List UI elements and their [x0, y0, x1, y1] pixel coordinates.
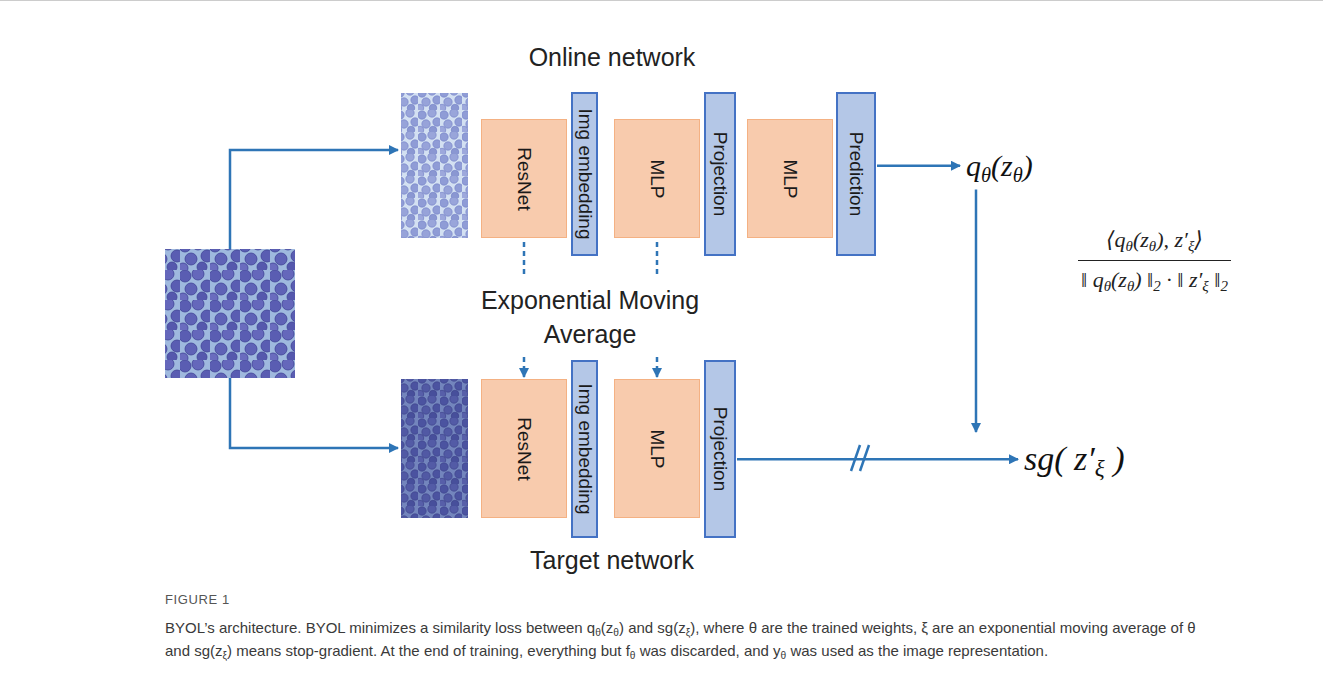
vector-symbol: sg( z′ξ ): [1024, 438, 1124, 481]
block-label: MLP: [646, 429, 668, 468]
subscript: θ: [595, 627, 601, 638]
network-block: Projection: [704, 92, 736, 256]
subscript: ξ: [1188, 238, 1194, 254]
subscript: ξ: [686, 627, 691, 638]
figure-number: FIGURE 1: [165, 592, 230, 608]
ema-label: Exponential Moving Average: [465, 283, 715, 351]
block-label: MLP: [779, 159, 801, 198]
frame-line: [0, 0, 1323, 1]
subscript: θ: [981, 164, 991, 186]
network-block: ResNet: [481, 119, 567, 238]
network-title: Target network: [462, 545, 762, 575]
subscript: θ: [1127, 278, 1134, 294]
flow-arrow: [877, 165, 960, 168]
block-label: MLP: [646, 159, 668, 198]
subscript: θ: [781, 650, 787, 661]
subscript: θ: [1104, 278, 1111, 294]
flow-arrow: [737, 458, 1018, 461]
subscript: θ: [630, 650, 636, 661]
subscript: θ: [1149, 238, 1156, 254]
subscript: θ: [1126, 238, 1133, 254]
network-block: MLP: [747, 119, 833, 238]
subscript: ξ: [1095, 455, 1105, 481]
input-image: [165, 249, 295, 378]
block-label: Projection: [709, 407, 731, 492]
network-block: Prediction: [836, 92, 876, 256]
formula-numerator: ⟨qθ(zθ), z′ξ⟩: [1078, 226, 1231, 261]
output-vector: sg( z′ξ ): [1020, 436, 1128, 483]
vector-symbol: qθ(zθ): [966, 147, 1033, 185]
block-label: ResNet: [513, 147, 535, 210]
augmented-view-image: [401, 379, 468, 518]
subscript: 2: [1153, 278, 1160, 294]
network-block: ResNet: [481, 379, 567, 518]
flow-arrow: [975, 190, 978, 433]
network-title: Online network: [462, 42, 762, 72]
block-label: Img embedding: [574, 384, 596, 515]
subscript: ξ: [1202, 278, 1208, 294]
formula-denominator: ‖ qθ(zθ) ‖2 · ‖ z′ξ ‖2: [1078, 266, 1231, 295]
network-block: Img embedding: [571, 92, 598, 256]
block-label: Img embedding: [574, 109, 596, 240]
view-arrow: [230, 150, 398, 249]
figure-caption: BYOL’s architecture. BYOL minimizes a si…: [165, 616, 1210, 662]
network-block: Projection: [704, 360, 736, 538]
network-block: Img embedding: [571, 360, 598, 538]
subscript: θ: [1013, 164, 1023, 186]
subscript: 2: [1220, 278, 1227, 294]
subscript: θ: [613, 627, 619, 638]
output-vector: qθ(zθ): [962, 145, 1037, 187]
subscript: ξ: [223, 650, 228, 661]
block-label: Projection: [709, 132, 731, 217]
view-arrow: [230, 378, 398, 448]
network-block: MLP: [614, 119, 700, 238]
augmented-view-image: [401, 93, 468, 238]
block-label: ResNet: [513, 417, 535, 480]
network-block: MLP: [614, 379, 700, 518]
block-label: Prediction: [845, 132, 867, 217]
similarity-formula: ⟨qθ(zθ), z′ξ⟩ ‖ qθ(zθ) ‖2 · ‖ z′ξ ‖2: [1078, 226, 1231, 294]
